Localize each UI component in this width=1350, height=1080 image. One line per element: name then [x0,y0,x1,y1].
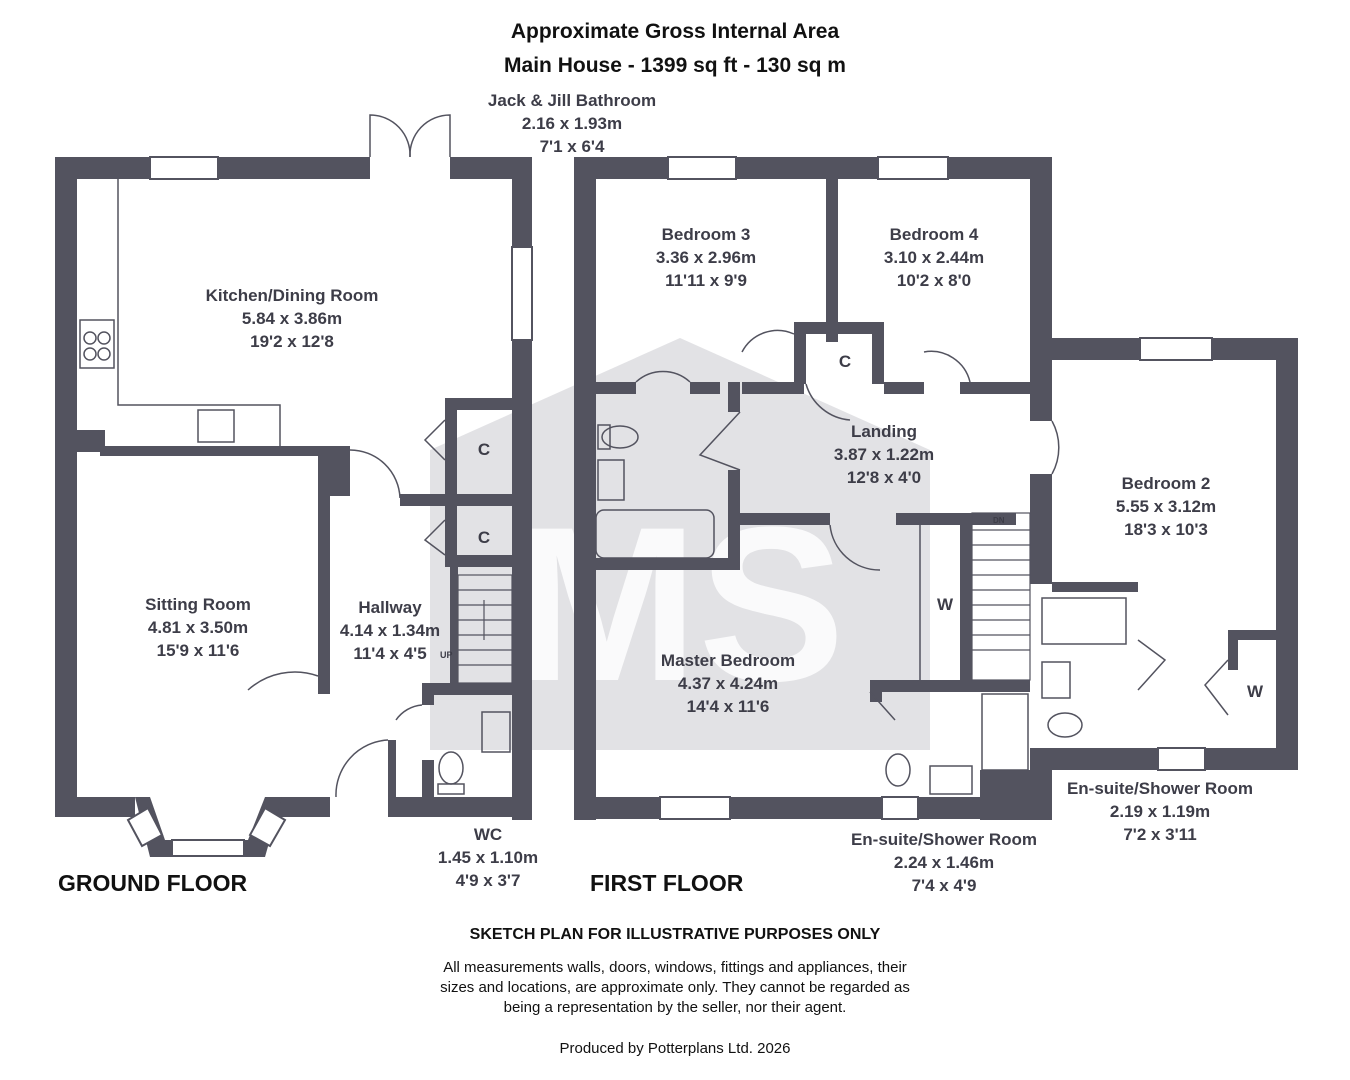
room-metric: 4.37 x 4.24m [678,674,778,693]
room-metric: 3.87 x 1.22m [834,445,934,464]
room-imperial: 18'3 x 10'3 [1124,520,1208,539]
area-summary: Main House - 1399 sq ft - 130 sq m [504,54,846,77]
room-name: En-suite/Shower Room [851,830,1037,849]
room-bedroom-3: Bedroom 3 3.36 x 2.96m 11'11 x 9'9 [656,225,756,290]
stairs-up [457,574,513,684]
first-floor-doors [635,329,1229,721]
room-name: Bedroom 2 [1122,474,1211,493]
french-doors [369,114,451,158]
producer-credit: Produced by Potterplans Ltd. 2026 [559,1040,791,1057]
room-ensuite-2: En-suite/Shower Room 2.19 x 1.19m 7'2 x … [1067,779,1253,844]
room-imperial: 7'1 x 6'4 [540,137,605,156]
room-metric: 4.14 x 1.34m [340,621,440,640]
ground-floor-walls [55,157,532,820]
ground-windows [149,156,533,341]
room-imperial: 10'2 x 8'0 [897,271,971,290]
cupboard-label: C [839,352,851,371]
room-imperial: 7'2 x 3'11 [1123,825,1196,844]
room-metric: 3.36 x 2.96m [656,248,756,267]
stairs-down [971,512,1031,681]
cupboard-label: C [478,528,490,547]
stairs-up-label: UP [440,650,453,660]
room-name: Hallway [358,598,422,617]
room-metric: 2.16 x 1.93m [522,114,622,133]
first-floor-title: FIRST FLOOR [590,870,744,896]
room-name: Kitchen/Dining Room [206,286,379,305]
disclaimer-body: All measurements walls, doors, windows, … [0,958,1350,1018]
wardrobe-label: W [1247,682,1264,701]
room-jack-jill-bathroom: Jack & Jill Bathroom 2.16 x 1.93m 7'1 x … [488,91,656,156]
room-name: Bedroom 3 [662,225,751,244]
room-name: Jack & Jill Bathroom [488,91,656,110]
room-wc: WC 1.45 x 1.10m 4'9 x 3'7 [438,825,538,890]
room-landing: Landing 3.87 x 1.22m 12'8 x 4'0 [834,422,934,487]
room-name: Landing [851,422,917,441]
room-bedroom-4: Bedroom 4 3.10 x 2.44m 10'2 x 8'0 [884,225,984,290]
room-name: WC [474,825,502,844]
kitchen-worktop [79,179,281,446]
stairs-down-label: DN [993,516,1005,525]
room-imperial: 11'11 x 9'9 [665,271,747,290]
first-floor-windows [659,156,1213,820]
room-ensuite-1: En-suite/Shower Room 2.24 x 1.46m 7'4 x … [851,830,1037,895]
room-imperial: 12'8 x 4'0 [847,468,921,487]
room-name: Sitting Room [145,595,251,614]
wardrobe-label: W [937,595,954,614]
room-bedroom-2: Bedroom 2 5.55 x 3.12m 18'3 x 10'3 [1116,474,1216,539]
watermark-logo: MS [430,338,930,750]
room-imperial: 15'9 x 11'6 [157,641,240,660]
room-metric: 3.10 x 2.44m [884,248,984,267]
room-imperial: 7'4 x 4'9 [912,876,977,895]
room-name: En-suite/Shower Room [1067,779,1253,798]
area-title: Approximate Gross Internal Area [510,20,840,43]
cupboard-label: C [478,440,490,459]
room-metric: 2.24 x 1.46m [894,853,994,872]
room-metric: 5.84 x 3.86m [242,309,342,328]
room-master-bedroom: Master Bedroom 4.37 x 4.24m 14'4 x 11'6 [661,651,795,716]
ground-floor-title: GROUND FLOOR [58,870,248,896]
disclaimer-title: SKETCH PLAN FOR ILLUSTRATIVE PURPOSES ON… [469,926,881,943]
disclaimer-line: All measurements walls, doors, windows, … [443,959,907,976]
room-name: Bedroom 4 [890,225,979,244]
room-labels: Jack & Jill Bathroom 2.16 x 1.93m 7'1 x … [145,91,1264,895]
first-floor-walls [574,157,1298,820]
room-imperial: 11'4 x 4'5 [353,644,426,663]
room-name: Master Bedroom [661,651,795,670]
room-hallway: Hallway 4.14 x 1.34m 11'4 x 4'5 [340,598,440,663]
ground-doors [247,419,446,798]
room-kitchen-dining: Kitchen/Dining Room 5.84 x 3.86m 19'2 x … [206,286,379,351]
bay-window [126,797,287,857]
room-metric: 2.19 x 1.19m [1110,802,1210,821]
room-imperial: 14'4 x 11'6 [687,697,770,716]
wc-fittings [437,711,511,795]
room-metric: 1.45 x 1.10m [438,848,538,867]
bathroom-fittings [595,424,1127,795]
disclaimer-line: sizes and locations, are approximate onl… [440,979,910,996]
room-imperial: 19'2 x 12'8 [250,332,334,351]
room-sitting-room: Sitting Room 4.81 x 3.50m 15'9 x 11'6 [145,595,251,660]
room-metric: 4.81 x 3.50m [148,618,248,637]
disclaimer-line: being a representation by the seller, no… [503,999,847,1016]
room-imperial: 4'9 x 3'7 [456,871,521,890]
room-metric: 5.55 x 3.12m [1116,497,1216,516]
